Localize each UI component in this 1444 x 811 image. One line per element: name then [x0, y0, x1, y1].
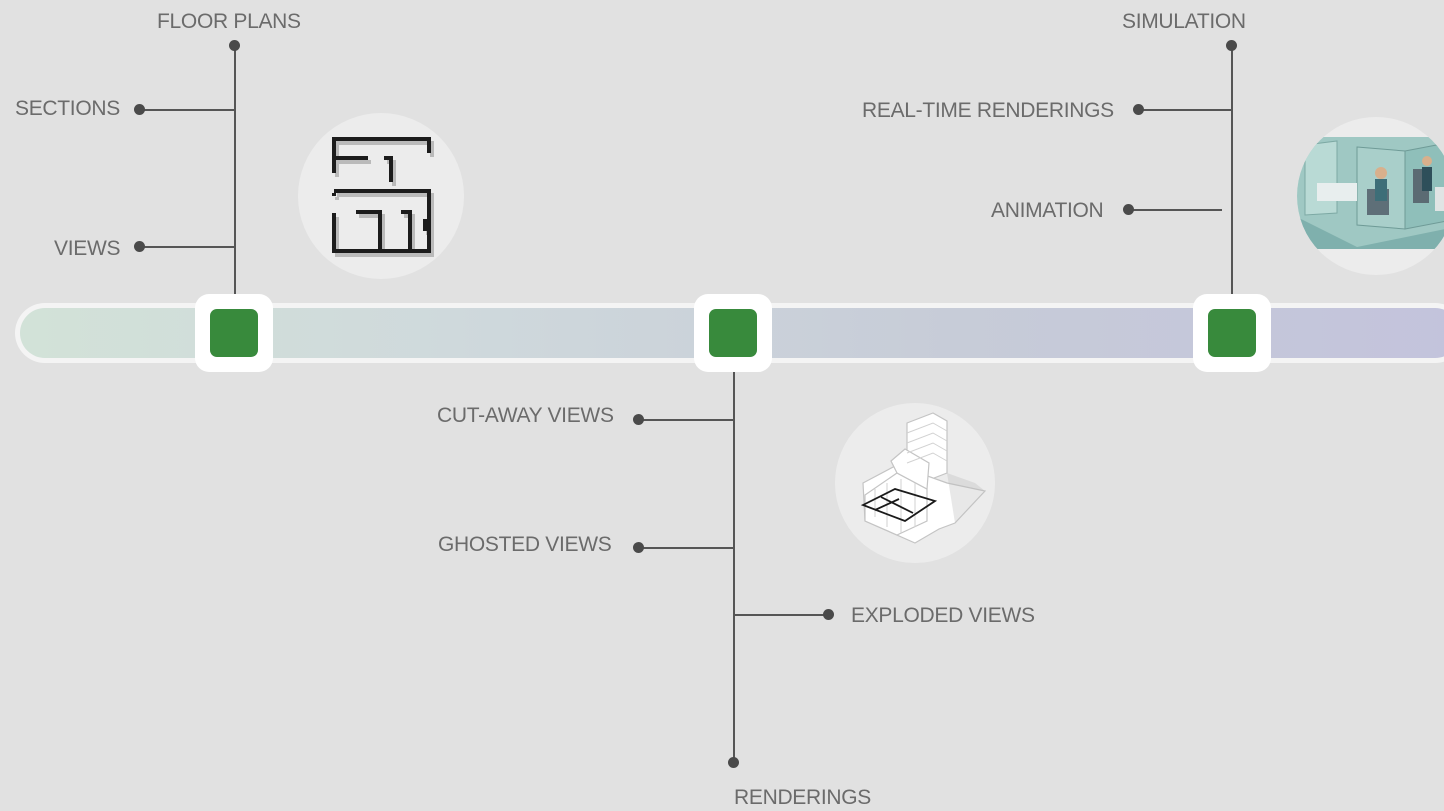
simulation-node[interactable] [1193, 294, 1271, 372]
animation-dot [1123, 204, 1134, 215]
simulation-node-square [1208, 309, 1256, 357]
animation-connector [1129, 209, 1222, 211]
real-time-connector [1139, 109, 1232, 111]
floor-plan-icon-circle [298, 113, 464, 279]
simulation-stem [1231, 45, 1233, 297]
renderings-stem [733, 370, 735, 762]
real-time-dot [1133, 104, 1144, 115]
building-cutaway-icon-circle [835, 403, 995, 563]
floor-plans-title: FLOOR PLANS [157, 10, 301, 33]
floor-plan-icon [332, 137, 434, 257]
cut-away-connector [639, 419, 734, 421]
sections-dot [134, 104, 145, 115]
renderings-title: RENDERINGS [734, 786, 872, 809]
ghosted-views-label: GHOSTED VIEWS [438, 533, 612, 556]
ghosted-dot [633, 542, 644, 553]
floor-plans-node[interactable] [195, 294, 273, 372]
renderings-dot [728, 757, 739, 768]
simulation-dot [1226, 40, 1237, 51]
exploded-dot [823, 609, 834, 620]
floor-plans-dot [229, 40, 240, 51]
sections-label: SECTIONS [15, 97, 120, 120]
animation-label: ANIMATION [991, 199, 1104, 222]
floor-plans-stem [234, 45, 236, 297]
renderings-node[interactable] [694, 294, 772, 372]
views-dot [134, 241, 145, 252]
hospital-room-simulation-image [1297, 137, 1444, 249]
simulation-title: SIMULATION [1122, 10, 1246, 33]
renderings-node-square [709, 309, 757, 357]
cut-away-dot [633, 414, 644, 425]
ghosted-connector [639, 547, 734, 549]
real-time-renderings-label: REAL-TIME RENDERINGS [862, 99, 1114, 122]
floor-plans-node-square [210, 309, 258, 357]
exploded-views-label: EXPLODED VIEWS [851, 604, 1035, 627]
views-connector [140, 246, 235, 248]
cut-away-views-label: CUT-AWAY VIEWS [437, 404, 614, 427]
hospital-room-simulation-circle [1297, 117, 1444, 275]
sections-connector [140, 109, 235, 111]
exploded-connector [734, 614, 829, 616]
building-cutaway-icon [860, 412, 987, 544]
views-label: VIEWS [54, 237, 121, 260]
